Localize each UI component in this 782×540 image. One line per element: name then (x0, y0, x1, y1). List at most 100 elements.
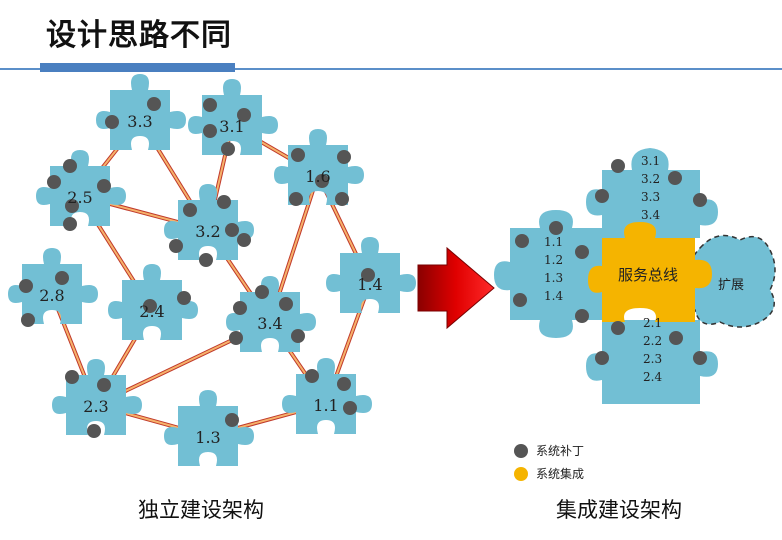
puzzle-piece-p25: 2.5 (36, 150, 126, 231)
right-caption: 集成建设架构 (556, 498, 682, 522)
puzzle-piece-p11: 1.1 (282, 358, 372, 434)
puzzle-shape (274, 129, 364, 205)
patch-dot (169, 239, 183, 253)
legend: 系统补丁 系统集成 (514, 444, 584, 481)
patch-dot (19, 279, 33, 293)
service-bus-label: 服务总线 (618, 266, 678, 284)
patch-dot (595, 351, 609, 365)
left-group-label: 1.1 (544, 235, 563, 249)
patch-dot (279, 297, 293, 311)
patch-dot (229, 331, 243, 345)
patch-dot (668, 171, 682, 185)
puzzle-piece-p24: 2.4 (108, 264, 198, 340)
title-rule (0, 68, 782, 70)
patch-dot (177, 291, 191, 305)
top-group-label: 3.2 (641, 172, 660, 186)
piece-label: 1.6 (305, 167, 330, 186)
top-group-label: 3.1 (641, 154, 660, 168)
patch-dot (255, 285, 269, 299)
integrated-architecture: 3.13.23.33.41.11.21.31.42.12.22.32.4 服务总… (494, 148, 776, 404)
patch-dot (203, 124, 217, 138)
patch-dot (669, 331, 683, 345)
pieces-layer: 3.3 3.1 2.5 1.6 3.2 2.8 2.4 3.4 1.4 2.3 1.3 1.1 (8, 74, 416, 466)
puzzle-shape (96, 74, 186, 150)
piece-label: 2.3 (83, 397, 108, 416)
patch-dot (143, 299, 157, 313)
patch-dot (611, 321, 625, 335)
patch-dot (515, 234, 529, 248)
piece-label: 3.1 (219, 117, 244, 136)
patch-dot (55, 271, 69, 285)
puzzle-shape (164, 184, 254, 260)
page-title: 设计思路不同 (46, 18, 232, 53)
patch-dot (221, 142, 235, 156)
piece-label: 1.1 (313, 396, 338, 415)
bottom-group-label: 2.1 (643, 316, 662, 330)
service-bus-piece (588, 222, 712, 322)
puzzle-piece-p23: 2.3 (52, 359, 142, 438)
patch-dot (611, 159, 625, 173)
left-caption: 独立建设架构 (138, 498, 264, 522)
patch-dot (237, 233, 251, 247)
patch-dot (147, 97, 161, 111)
left-group-label: 1.2 (544, 253, 563, 267)
puzzle-piece-p32: 3.2 (164, 184, 254, 267)
puzzle-shape (8, 248, 98, 324)
legend-integration-label: 系统集成 (536, 466, 584, 481)
patch-dot (63, 217, 77, 231)
legend-integration-swatch (514, 467, 528, 481)
piece-label: 3.4 (257, 314, 282, 333)
patch-dot (693, 351, 707, 365)
piece-label: 3.2 (195, 222, 220, 241)
puzzle-piece-p13: 1.3 (164, 390, 254, 466)
left-group-label: 1.3 (544, 271, 563, 285)
title-rule-accent (40, 63, 235, 72)
piece-label: 3.3 (127, 112, 152, 131)
puzzle-shape (282, 358, 372, 434)
piece-label: 2.5 (67, 188, 92, 207)
patch-dot (65, 370, 79, 384)
patch-dot (305, 369, 319, 383)
puzzle-piece-p34: 3.4 (226, 276, 316, 352)
patch-dot (87, 424, 101, 438)
patch-dot (575, 245, 589, 259)
piece-label: 2.8 (39, 286, 64, 305)
patch-dot (337, 150, 351, 164)
patch-dot (97, 179, 111, 193)
patch-dot (233, 301, 247, 315)
patch-dot (291, 148, 305, 162)
puzzle-piece-p28: 2.8 (8, 248, 98, 327)
patch-dot (21, 313, 35, 327)
patch-dot (361, 268, 375, 282)
patch-dot (105, 115, 119, 129)
top-group-label: 3.3 (641, 190, 660, 204)
patch-dot (343, 401, 357, 415)
transition-arrow (417, 246, 495, 330)
patch-dot (693, 193, 707, 207)
legend-patch-swatch (514, 444, 528, 458)
left-group-label: 1.4 (544, 289, 563, 303)
patch-dot (513, 293, 527, 307)
patch-dot (47, 175, 61, 189)
bottom-group-label: 2.4 (643, 370, 662, 384)
patch-dot (203, 98, 217, 112)
puzzle-piece-p31: 3.1 (188, 79, 278, 156)
extend-label: 扩展 (718, 278, 744, 293)
top-group-label: 3.4 (641, 208, 660, 222)
patch-dot (337, 377, 351, 391)
piece-label: 2.4 (139, 302, 164, 321)
patch-dot (183, 203, 197, 217)
piece-label: 1.4 (357, 275, 382, 294)
patch-dot (335, 192, 349, 206)
bottom-group-label: 2.2 (643, 334, 662, 348)
patch-dot (289, 192, 303, 206)
piece-label: 1.3 (195, 428, 220, 447)
patch-dot (237, 108, 251, 122)
patch-dot (97, 378, 111, 392)
puzzle-piece-p16: 1.6 (274, 129, 364, 206)
bottom-group-piece (586, 320, 718, 404)
puzzle-piece-p33: 3.3 (96, 74, 186, 150)
patch-dot (575, 309, 589, 323)
puzzle-piece-p14: 1.4 (326, 237, 416, 313)
